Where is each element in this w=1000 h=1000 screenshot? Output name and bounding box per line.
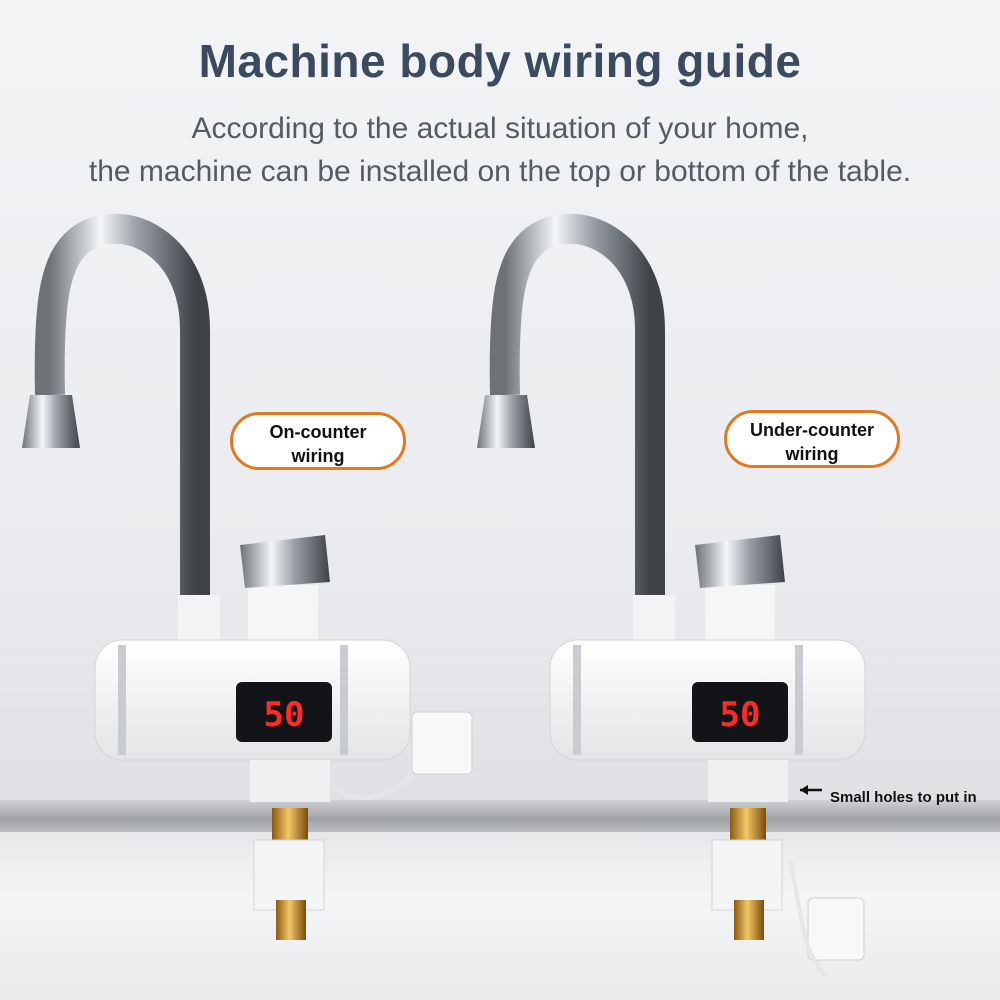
left-faucet	[22, 213, 473, 940]
countertop	[0, 800, 1000, 832]
right-wall-socket	[807, 897, 865, 961]
on-counter-label-line1: On-counter	[269, 422, 367, 442]
on-counter-label: On-counter wiring	[230, 412, 406, 470]
right-led-display	[692, 682, 788, 742]
under-counter-label-line2: wiring	[785, 444, 839, 464]
left-display-value: 50	[264, 695, 305, 735]
left-led-display	[236, 682, 332, 742]
page-title: Machine body wiring guide	[198, 35, 802, 87]
under-counter-label: Under-counter wiring	[724, 410, 900, 468]
under-counter-label-line1: Under-counter	[749, 420, 874, 440]
subtitle-line-2: the machine can be installed on the top …	[88, 155, 912, 188]
left-wall-socket	[411, 711, 473, 775]
small-holes-annotation: Small holes to put in	[830, 789, 977, 806]
right-faucet	[477, 213, 866, 977]
on-counter-label-line2: wiring	[291, 446, 345, 466]
right-display-value: 50	[720, 695, 761, 735]
subtitle-line-1: According to the actual situation of you…	[191, 112, 809, 145]
